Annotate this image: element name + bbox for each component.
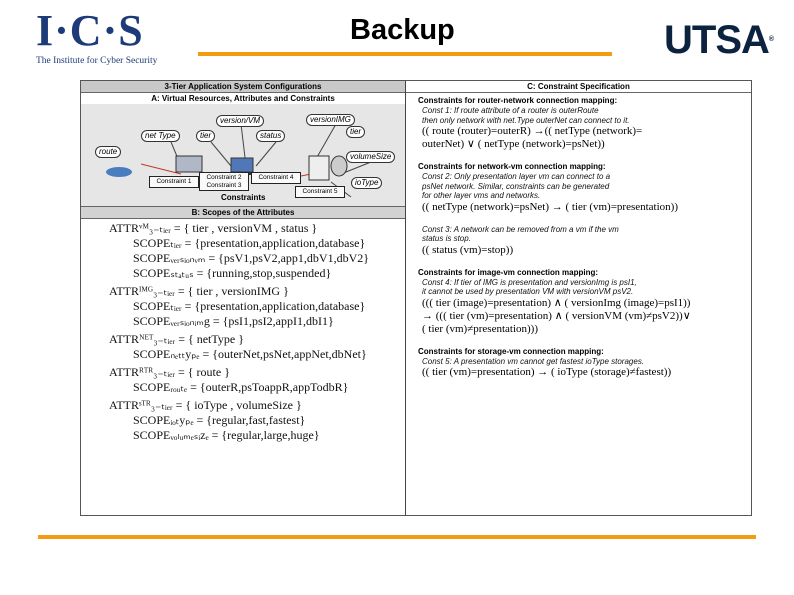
section-spacer [406, 336, 751, 344]
constraint-3-label: Constraint 3 [206, 181, 242, 189]
constraint-formula: (( status (vm)=stop)) [422, 243, 514, 256]
constraint-figure: 3-Tier Application System Configurations… [80, 80, 752, 516]
resource-diagram: version/VM net Type tier status versionI… [81, 104, 405, 206]
scope-line: ATTRᴵᴹᴳ₃₋ₜᵢₑᵣ = { tier , versionIMG } [109, 284, 289, 298]
attr-node-version-img: versionIMG [306, 114, 355, 126]
attr-node-route: route [95, 146, 122, 158]
scope-line: ATTRᵛᴹ₃₋ₜᵢₑᵣ = { tier , versionVM , stat… [109, 221, 318, 235]
constraint-description: Const 2: Only presentation layer vm can … [422, 172, 611, 181]
scope-line: SCOPEₜᵢₑᵣ = {presentation,application,da… [133, 299, 366, 313]
constraint-section-heading: Constraints for image-vm connection mapp… [418, 267, 599, 277]
constraint-section-heading: Constraints for storage-vm connection ma… [418, 346, 604, 356]
figure-left-panel: 3-Tier Application System Configurations… [81, 81, 406, 515]
constraint-section: Constraints for storage-vm connection ma… [406, 344, 751, 380]
scope-line: SCOPEᵣₒᵤₜₑ = {outerR,psToappR,appTodbR} [133, 380, 349, 394]
ics-logo: I·C·S The Institute for Cyber Security [36, 8, 161, 74]
ics-logo-letters: I·C·S [36, 6, 144, 55]
figure-right-panel: C: Constraint Specification Constraints … [406, 81, 751, 515]
section-spacer [406, 257, 751, 265]
attr-node-tier: tier [196, 130, 216, 142]
scope-line: SCOPEₜᵢₑᵣ = {presentation,application,da… [133, 236, 366, 250]
constraint-formula: (( route (router)=outerR) →(( netType (n… [422, 125, 643, 137]
scope-line: SCOPEₙₑₜₜyₚₑ = {outerNet,psNet,appNet,db… [133, 347, 367, 361]
constraint-section-heading: Constraints for network-vm connection ma… [418, 162, 606, 171]
bottom-rule [38, 535, 756, 539]
scope-line: SCOPEᵢₒₜyₚₑ = {regular,fast,fastest} [133, 413, 306, 427]
attr-node-volume-size: volumeSize [346, 151, 396, 163]
scope-line: SCOPEᵥₑᵣₛᵢₒₙᵥₘ = {psV1,psV2,app1,dbV1,db… [133, 251, 370, 265]
section-a-title: A: Virtual Resources, Attributes and Con… [151, 94, 335, 103]
ics-logo-tagline: The Institute for Cyber Security [36, 56, 158, 66]
constraint-section: Constraints for image-vm connection mapp… [406, 265, 751, 336]
constraint-section: Constraints for router-network connectio… [406, 93, 751, 151]
scope-line: SCOPEₛₜₐₜᵤₛ = {running,stop,suspended} [133, 266, 332, 280]
attr-node-image-tier: tier [346, 126, 366, 138]
constraint-formula: outerNet) ∨ ( netType (network)=psNet)) [422, 138, 605, 150]
constraint-description: Const 4: If tier of IMG is presentation … [422, 277, 637, 287]
scope-line: SCOPEᵥₑᵣₛᵢₒₙᵢₘg = {psI1,psI2,appI1,dbI1} [133, 314, 334, 328]
attr-node-version-vm: version/VM [216, 115, 265, 127]
constraint-description: it cannot be used by presentation VM wit… [422, 287, 634, 296]
left-panel-title: 3-Tier Application System Configurations [81, 81, 405, 93]
scope-line: ATTRᴿᵀᴿ₃₋ₜᵢₑᵣ = { route } [109, 365, 230, 379]
constraint-formula: ( tier (vm)≠presentation))) [422, 322, 538, 335]
constraint-box-4: Constraint 4 [251, 172, 301, 184]
constraint-section-heading: Constraints for router-network connectio… [418, 96, 618, 105]
diagram-connectors [106, 123, 372, 198]
constraint-formula: → ((( tier (vm)=presentation) ∧ ( versio… [422, 309, 691, 322]
constraint-description: then only network with net.Type outerNet… [422, 115, 630, 125]
constraint-formula: (( netType (network)=psNet) → ( tier (vm… [422, 200, 678, 213]
constraint-section: Constraints for network-vm connection ma… [406, 159, 751, 214]
constraint-description: Const 5: A presentation vm cannot get fa… [422, 356, 645, 366]
slide-title: Backup [350, 14, 455, 46]
constraint-section: Const 3: A network can be removed from a… [406, 222, 751, 257]
constraint-description: Const 3: A network can be removed from a… [422, 224, 619, 234]
constraints-label: Constraints [221, 193, 266, 202]
utsa-logo-text: UTSA [664, 18, 770, 62]
title-underline [198, 52, 612, 56]
section-b-title: B: Scopes of the Attributes [81, 206, 405, 219]
attr-node-io-type: ioType [351, 177, 383, 189]
scope-definitions: ATTRᵛᴹ₃₋ₜᵢₑᵣ = { tier , versionVM , stat… [81, 219, 405, 443]
section-c-title: C: Constraint Specification [406, 81, 751, 93]
constraint-2-label: Constraint 2 [206, 174, 242, 181]
constraint-formula: ((( tier (image)=presentation) ∧ ( versi… [422, 296, 691, 309]
utsa-logo: UTSA® [664, 18, 774, 62]
constraint-description: status is stop. [422, 234, 471, 243]
constraint-description: psNet network. Similar, constraints can … [422, 181, 610, 191]
section-spacer [406, 151, 751, 159]
attr-node-net-type: net Type [141, 130, 180, 142]
section-spacer [406, 214, 751, 222]
constraint-description: Const 1: If route attribute of a router … [422, 106, 599, 115]
constraint-description: for other layer vms and networks. [422, 191, 541, 200]
scope-line: SCOPEᵥₒₗᵤₘₑₛᵢzₑ = {regular,large,huge} [133, 428, 320, 442]
scope-line: ATTRˢᵀᴿ₃₋ₜᵢₑᵣ = { ioType , volumeSize } [109, 398, 302, 412]
constraint-sections: Constraints for router-network connectio… [406, 93, 751, 379]
constraint-box-5: Constraint 5 [295, 186, 345, 198]
scope-line: ATTRᴺᴱᵀ₃₋ₜᵢₑᵣ = { netType } [109, 332, 244, 346]
constraint-box-1: Constraint 1 [149, 176, 199, 188]
attr-node-status: status [256, 130, 286, 142]
constraint-formula: (( tier (vm)=presentation) → ( ioType (s… [422, 366, 672, 378]
